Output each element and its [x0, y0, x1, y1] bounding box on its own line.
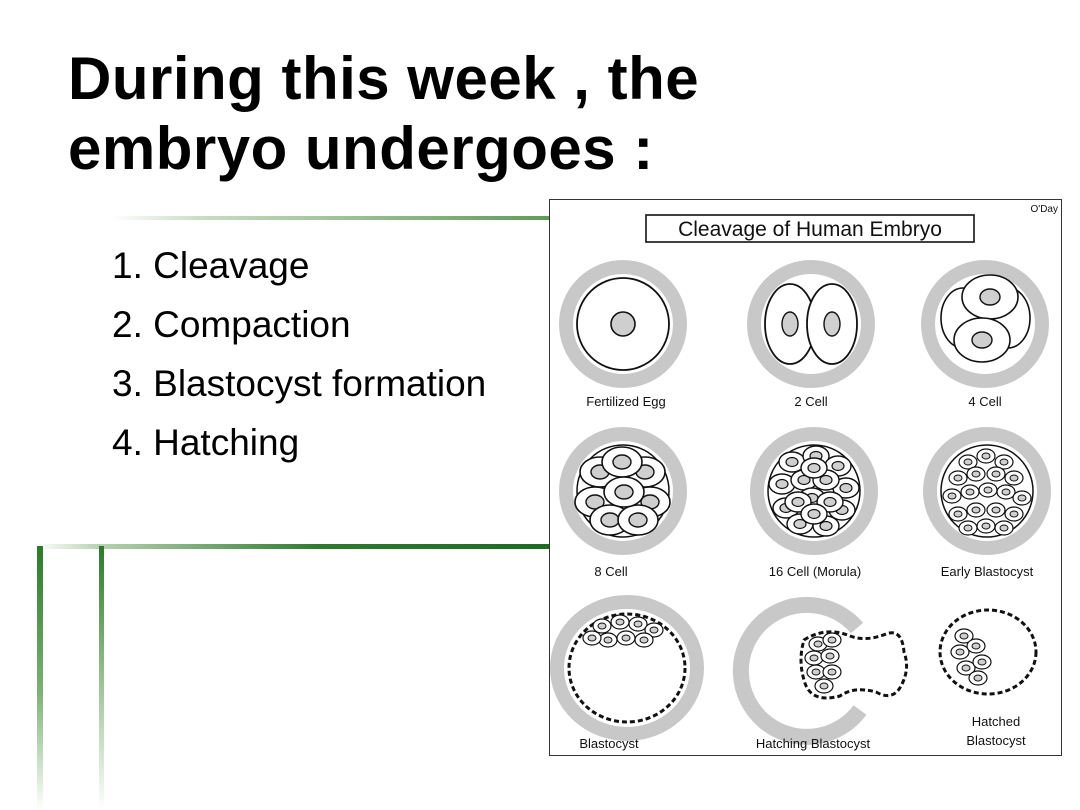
stage-label: 2 Cell — [794, 394, 827, 409]
figure-title-box — [645, 214, 975, 243]
stage-label: Hatched — [972, 714, 1020, 729]
two-cell-diagram — [747, 260, 875, 388]
eight-cell-diagram — [559, 427, 687, 555]
stage-label: Fertilized Egg — [586, 394, 665, 409]
embryo-cleavage-figure: Cleavage of Human Embryo O'Day Fertilize… — [549, 199, 1062, 756]
title-line-2: embryo undergoes : — [68, 115, 654, 182]
decorative-line-top — [112, 216, 552, 220]
four-cell-diagram — [921, 260, 1049, 388]
blastocyst-diagram — [550, 595, 704, 741]
slide-title: During this week , the embryo undergoes … — [68, 44, 968, 184]
list-item: 2. Compaction — [112, 304, 351, 345]
decorative-vertical-line-right — [99, 546, 104, 810]
hatching-blastocyst-diagram — [732, 596, 909, 745]
stage-label: 8 Cell — [594, 564, 627, 579]
decorative-vertical-line-left — [37, 546, 43, 810]
decorative-line-middle — [36, 544, 552, 549]
stage-label: Blastocyst — [966, 733, 1026, 748]
figure-credit: O'Day — [1031, 204, 1058, 215]
list-item: 3. Blastocyst formation — [112, 363, 487, 404]
fertilized-egg-diagram — [559, 260, 687, 388]
list-item: 1. Cleavage — [112, 245, 310, 286]
hatched-blastocyst-diagram — [938, 608, 1038, 696]
list-item: 4. Hatching — [112, 422, 300, 463]
stage-label: Early Blastocyst — [941, 564, 1034, 579]
figure-title: Cleavage of Human Embryo — [678, 218, 942, 241]
stage-label: 4 Cell — [968, 394, 1001, 409]
stage-label: Hatching Blastocyst — [756, 736, 871, 751]
stage-label: Blastocyst — [579, 736, 639, 751]
stage-list: 1. Cleavage 2. Compaction 3. Blastocyst … — [112, 236, 486, 472]
early-blastocyst-diagram — [923, 427, 1051, 555]
title-line-1: During this week , the — [68, 45, 700, 112]
stage-label: 16 Cell (Morula) — [769, 564, 861, 579]
morula-diagram — [750, 427, 878, 555]
